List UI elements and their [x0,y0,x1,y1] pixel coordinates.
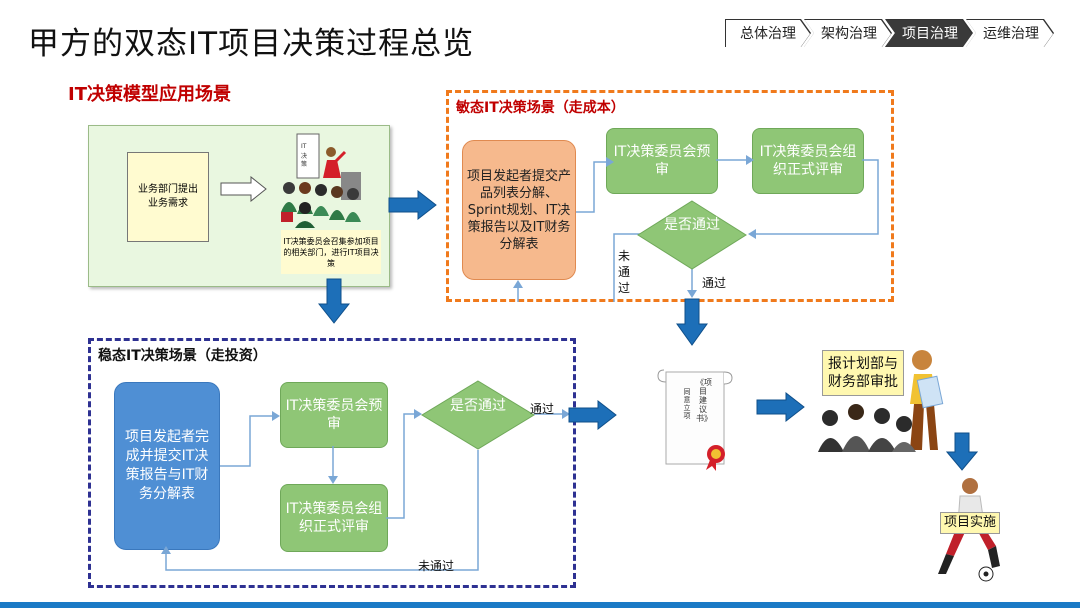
stable-formal-review-box: IT决策委员会组织正式评审 [280,484,388,552]
breadcrumb-item-overall[interactable]: 总体治理 [725,19,811,47]
scenario-panel: 业务部门提出业务需求 IT 决 策 IT决策委员会召集参加项目的相关部门，进行I… [88,125,390,287]
breadcrumb-label: 项目治理 [880,20,972,48]
down-arrow-icon [676,298,708,346]
breadcrumb-item-project[interactable]: 项目治理 [885,19,973,47]
footer-bar [0,602,1080,608]
scenario-title: IT决策模型应用场景 [68,84,231,105]
agile-decision-frame [446,90,894,302]
right-arrow-icon [220,176,267,202]
meeting-illustration-icon: IT 决 策 [281,133,361,228]
svg-text:IT: IT [301,143,307,150]
business-request-box: 业务部门提出业务需求 [127,152,209,242]
svg-text:策: 策 [301,160,307,168]
agile-decision-label: 是否通过 [664,217,720,233]
meeting-caption: IT决策委员会召集参加项目的相关部门，进行IT项目决策 [281,230,381,274]
right-arrow-icon [756,392,805,422]
stable-fail-label: 未通过 [418,559,455,573]
proposal-subtitle: 同意立项 [683,388,691,420]
stable-decision-frame [88,338,576,588]
svg-text:决: 决 [301,152,307,160]
breadcrumb: 总体治理 架构治理 项目治理 运维治理 [725,19,1054,47]
approval-meeting-illustration-icon [818,350,944,452]
agile-pass-label: 通过 [702,276,727,290]
breadcrumb-label: 架构治理 [799,20,891,48]
down-arrow-icon [318,278,350,324]
breadcrumb-label: 运维治理 [961,20,1053,48]
agile-fail-label: 未通过 [618,249,631,295]
implementation-label: 项目实施 [940,512,1000,534]
breadcrumb-item-architecture[interactable]: 架构治理 [804,19,892,47]
page-title: 甲方的双态IT项目决策过程总览 [28,26,475,62]
right-arrow-icon [568,400,617,430]
breadcrumb-label: 总体治理 [726,20,810,48]
stable-pass-label: 通过 [530,402,555,416]
agile-flow-connectors [513,155,879,302]
agile-formal-review-box: IT决策委员会组织正式评审 [752,128,864,194]
stable-decision-diamond [421,380,535,450]
down-arrow-icon [946,432,978,471]
agile-initiator-box: 项目发起者提交产品列表分解、Sprint规划、IT决策报告以及IT财务分解表 [462,140,576,280]
stable-flow-connectors [161,409,570,571]
agile-decision-diamond [637,200,747,270]
agile-section-title: 敏态IT决策场景（走成本） [456,100,625,116]
stable-section-title: 稳态IT决策场景（走投资） [98,348,267,364]
right-arrow-icon [388,190,437,220]
stable-decision-label: 是否通过 [450,398,506,414]
stable-initiator-box: 项目发起者完成并提交IT决策报告与IT财务分解表 [114,382,220,550]
project-proposal-scroll-icon [657,369,733,471]
approval-label: 报计划部与财务部审批 [822,350,904,396]
proposal-title: 《项目建议书》 [696,378,712,423]
breadcrumb-item-operations[interactable]: 运维治理 [966,19,1054,47]
stable-prereview-box: IT决策委员会预审 [280,382,388,448]
